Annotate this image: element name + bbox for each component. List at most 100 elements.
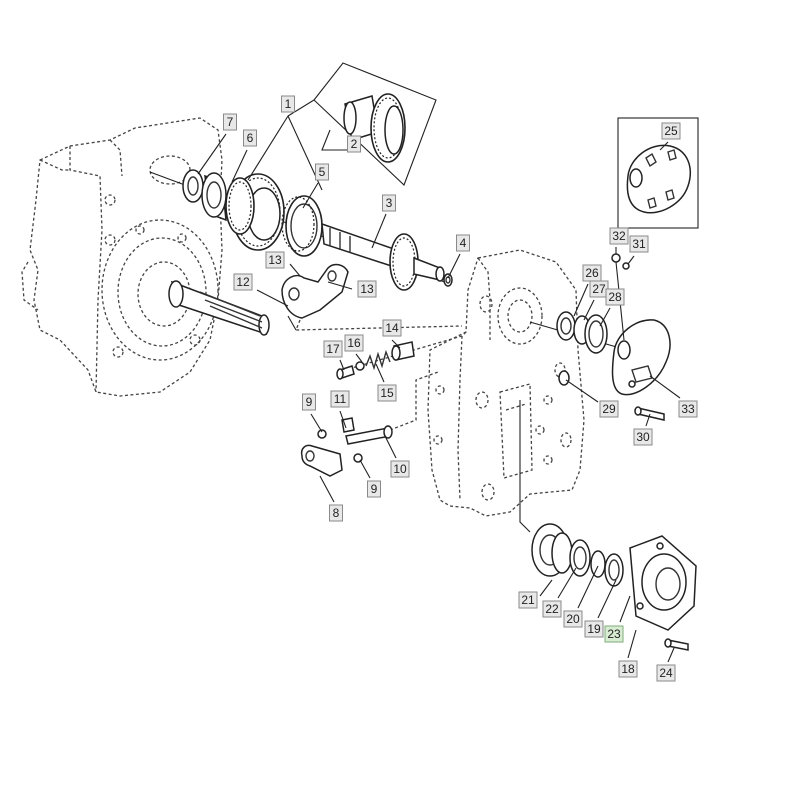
callout-box-18	[618, 660, 638, 678]
callout-box-23	[604, 625, 624, 643]
callout-33: 33	[678, 400, 698, 418]
callout-number-3: 3	[386, 196, 393, 210]
callout-number-29: 29	[602, 402, 616, 416]
callout-box-33	[678, 400, 698, 418]
callout-box-31	[629, 235, 649, 253]
callout-11: 11	[330, 390, 350, 408]
leader-line-20	[577, 565, 599, 609]
callout-number-13: 13	[268, 253, 282, 267]
center-transmission-housing	[427, 249, 585, 517]
leader-line-22	[557, 567, 577, 599]
callout-1: 1	[281, 95, 295, 113]
callout-9: 9	[367, 480, 381, 498]
inset-gear-2	[287, 62, 437, 186]
callout-box-7	[223, 113, 237, 131]
leader-line-12	[256, 289, 289, 307]
callout-box-1	[281, 95, 295, 113]
leader-line-6	[231, 149, 248, 183]
leader-line-3	[371, 213, 387, 249]
callout-box-19	[584, 620, 604, 638]
leader-line-13	[289, 263, 301, 277]
callout-number-22: 22	[545, 602, 559, 616]
callout-number-6: 6	[247, 131, 254, 145]
leader-line-16	[355, 353, 363, 363]
callout-number-25: 25	[664, 124, 678, 138]
callout-19: 19	[584, 620, 604, 638]
callout-number-14: 14	[385, 321, 399, 335]
callout-29: 29	[599, 400, 619, 418]
callout-number-19: 19	[587, 622, 601, 636]
callout-13: 13	[357, 280, 377, 298]
callout-number-23: 23	[607, 627, 621, 641]
leader-line-1	[247, 115, 289, 181]
callout-number-1: 1	[285, 97, 292, 111]
callout-8: 8	[329, 504, 343, 522]
callout-box-30	[633, 428, 653, 446]
callout-number-32: 32	[612, 229, 626, 243]
callout-number-7: 7	[227, 115, 234, 129]
leader-line-5	[302, 182, 319, 209]
leader-line-29	[565, 379, 599, 403]
callout-box-15	[377, 384, 397, 402]
leader-line-24	[667, 647, 675, 663]
callout-14: 14	[382, 319, 402, 337]
callout-17: 17	[323, 340, 343, 358]
leader-line-27	[583, 299, 595, 321]
leader-line-23	[619, 595, 631, 623]
output-shaft	[168, 280, 270, 336]
callout-12: 12	[233, 273, 253, 291]
leader-line-7	[197, 133, 227, 175]
callout-number-26: 26	[585, 266, 599, 280]
callout-box-16	[344, 334, 364, 352]
callout-31: 31	[629, 235, 649, 253]
callout-23: 23	[604, 625, 624, 643]
callout-25: 25	[661, 122, 681, 140]
callout-box-2	[347, 135, 361, 153]
callout-32: 32	[609, 227, 629, 245]
leader-line-30	[645, 413, 651, 427]
callout-box-5	[315, 163, 329, 181]
callout-box-28	[605, 288, 625, 306]
callout-box-21	[518, 591, 538, 609]
callout-22: 22	[542, 600, 562, 618]
callout-box-24	[656, 664, 676, 682]
callout-4: 4	[456, 234, 470, 252]
bottom-bearing-group	[531, 523, 697, 651]
callout-box-12	[233, 273, 253, 291]
callout-3: 3	[382, 194, 396, 212]
callout-number-17: 17	[326, 342, 340, 356]
callout-box-13	[357, 280, 377, 298]
callout-number-12: 12	[236, 275, 250, 289]
callout-number-18: 18	[621, 662, 635, 676]
leader-line-26	[573, 283, 589, 317]
callout-box-11	[330, 390, 350, 408]
leader-line-28	[599, 307, 611, 327]
callout-number-10: 10	[393, 462, 407, 476]
callout-labels: 1234567899101112131314151617181920212223…	[223, 95, 698, 682]
callout-box-13	[265, 251, 285, 269]
rear-cover-group	[519, 253, 671, 533]
shift-lever	[300, 371, 439, 477]
leader-line-14	[391, 339, 401, 349]
leader-line-21	[539, 579, 553, 597]
callout-number-2: 2	[351, 137, 358, 151]
leader-line-10	[383, 433, 397, 459]
callout-box-25	[661, 122, 681, 140]
callout-number-11: 11	[334, 392, 347, 406]
shaft-assembly	[149, 169, 453, 291]
callout-18: 18	[618, 660, 638, 678]
callout-box-9	[302, 393, 316, 411]
leader-line-8	[319, 475, 335, 503]
callout-16: 16	[344, 334, 364, 352]
callout-6: 6	[243, 129, 257, 147]
callout-number-16: 16	[347, 336, 361, 350]
callout-27: 27	[589, 280, 609, 298]
callout-5: 5	[315, 163, 329, 181]
callout-number-33: 33	[681, 402, 695, 416]
callout-box-22	[542, 600, 562, 618]
leader-line-4	[447, 253, 461, 279]
callout-number-31: 31	[632, 237, 646, 251]
leader-line-17	[339, 359, 345, 371]
selector-fork	[281, 263, 463, 331]
